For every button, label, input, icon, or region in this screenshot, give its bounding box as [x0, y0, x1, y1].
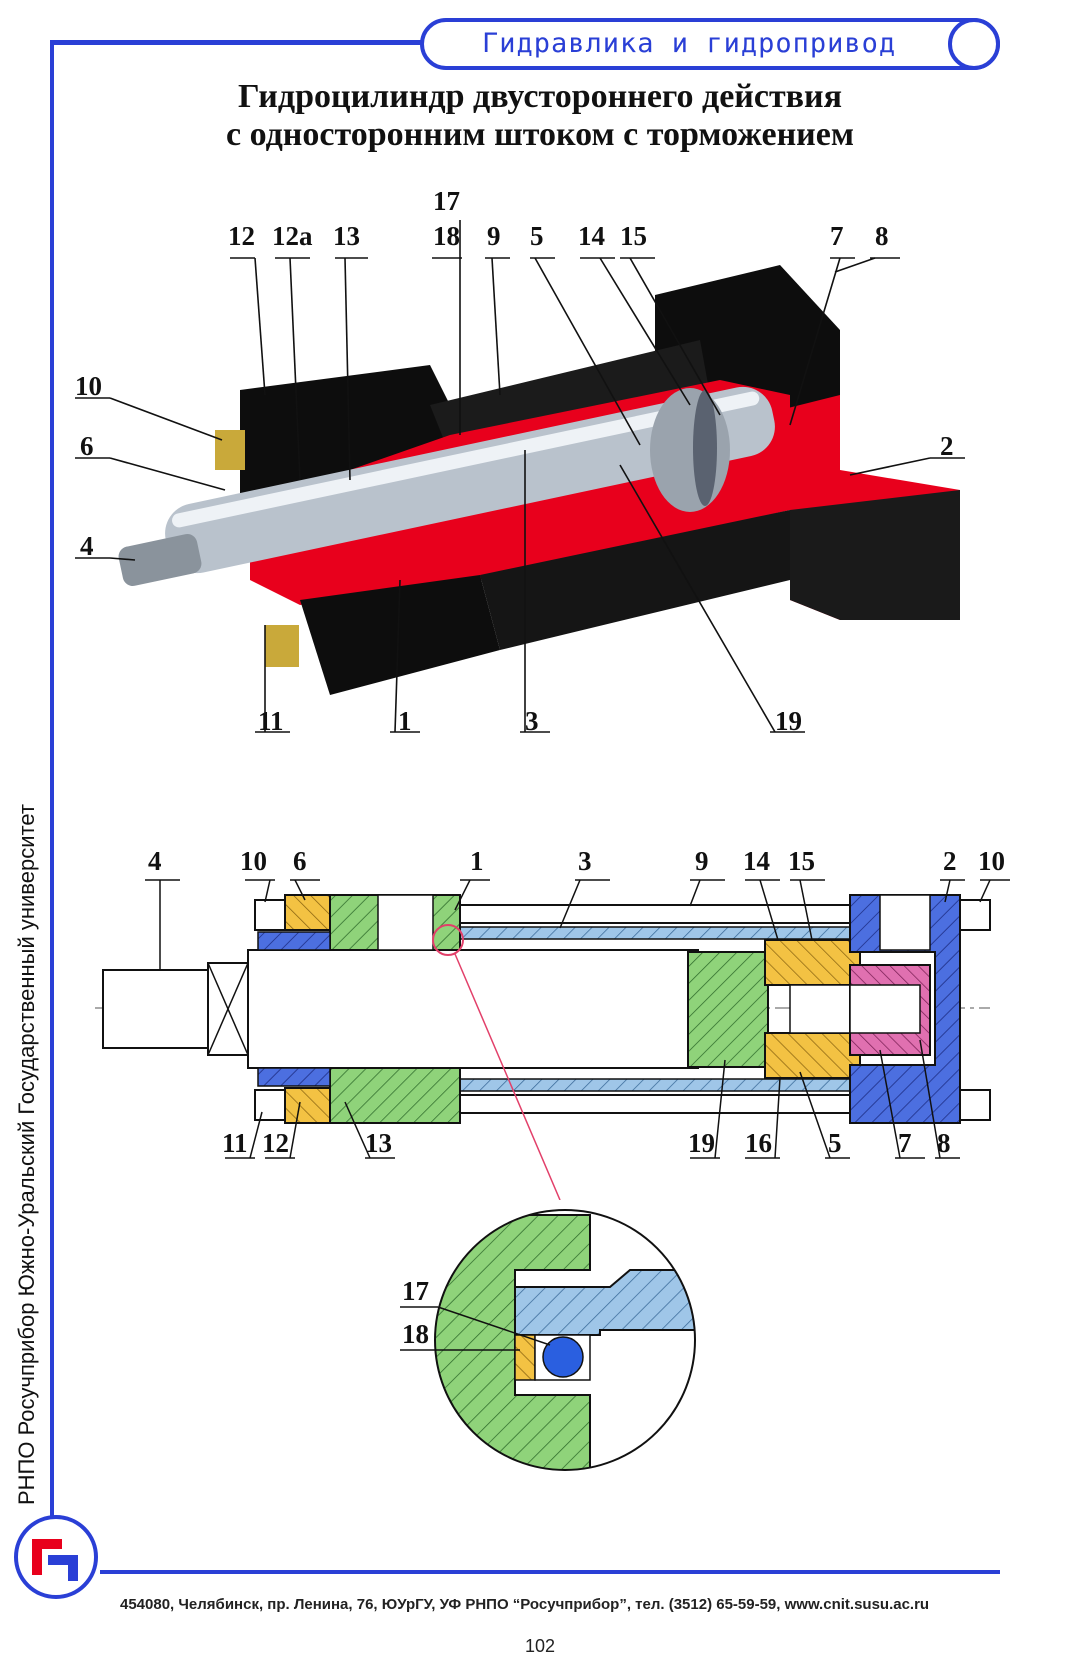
rod-thread [118, 533, 202, 587]
piston-bore [789, 984, 851, 1034]
sec-label-2: 2 [943, 846, 957, 876]
label-19: 19 [775, 706, 802, 736]
base-plate [480, 510, 790, 650]
header-label: Гидравлика и гидропривод [482, 28, 897, 59]
label-9: 9 [487, 221, 501, 251]
sec-label-5: 5 [828, 1128, 842, 1158]
barrel-top-wall [454, 926, 866, 940]
nut-yellow-bottom [284, 1087, 331, 1124]
nut-right-bottom [959, 1089, 991, 1121]
detail-label-17: 17 [402, 1276, 429, 1306]
piston-ring [693, 390, 717, 506]
left-rule [50, 40, 54, 1520]
sec-label-10b: 10 [978, 846, 1005, 876]
nut-left-bottom [254, 1089, 286, 1121]
label-11: 11 [258, 706, 284, 736]
nut-bottom [265, 625, 299, 667]
port-left [377, 894, 434, 951]
logo [14, 1515, 98, 1599]
sec-label-15: 15 [788, 846, 815, 876]
sec-label-13: 13 [365, 1128, 392, 1158]
label-4: 4 [80, 531, 94, 561]
label-12a: 12а [272, 221, 313, 251]
sec-label-12: 12 [262, 1128, 289, 1158]
detail-leaders [400, 1306, 551, 1351]
rod-shaft [247, 949, 699, 1069]
section-drawing: 4 10 6 1 3 9 14 15 2 10 11 12 13 19 16 5… [95, 846, 1010, 1200]
label-14: 14 [578, 221, 605, 251]
logo-mark [32, 1539, 78, 1581]
footer-address: 454080, Челябинск, пр. Ленина, 76, ЮУрГУ… [120, 1596, 930, 1613]
label-3: 3 [525, 706, 539, 736]
label-7: 7 [830, 221, 844, 251]
title-line-1: Гидроцилиндр двустороннего действия [237, 78, 843, 115]
gland-bottom [329, 1067, 461, 1124]
top-label-group: 17 18 12 12а 13 9 5 14 15 7 8 10 6 4 2 1… [75, 186, 954, 736]
rod-highlight [172, 391, 760, 528]
section-label-group: 4 10 6 1 3 9 14 15 2 10 11 12 13 19 16 5… [148, 846, 1005, 1158]
bushing-bottom [257, 1067, 331, 1087]
nut-top [215, 430, 245, 470]
brake-sleeve [687, 951, 769, 1068]
sec-label-14: 14 [743, 846, 770, 876]
header-pill: Гидравлика и гидропривод [420, 18, 1000, 70]
port-right [879, 894, 931, 951]
label-10: 10 [75, 371, 102, 401]
callout-circle [432, 924, 464, 956]
section-leaders [145, 879, 1010, 1159]
spigot-bore [849, 984, 921, 1034]
label-1: 1 [398, 706, 412, 736]
sec-label-4: 4 [148, 846, 162, 876]
sec-label-3: 3 [578, 846, 592, 876]
rod-thread-end [102, 969, 209, 1049]
sec-label-1: 1 [470, 846, 484, 876]
bottom-rule [100, 1570, 1000, 1574]
nut-yellow-top [284, 894, 331, 931]
title-line-2: с односторонним штоком с торможением [225, 116, 855, 153]
bushing-top [257, 931, 331, 951]
detail-o-ring [542, 1336, 584, 1378]
nut-right-top [959, 899, 991, 931]
label-18: 18 [433, 221, 460, 251]
detail-label-18: 18 [402, 1319, 429, 1349]
piston-bottom [764, 1032, 861, 1079]
sec-label-8: 8 [937, 1128, 951, 1158]
leader-lines [75, 220, 965, 733]
label-15: 15 [620, 221, 647, 251]
label-12: 12 [228, 221, 255, 251]
sec-label-10a: 10 [240, 846, 267, 876]
label-17: 17 [433, 186, 460, 216]
sec-label-9: 9 [695, 846, 709, 876]
bottom-block [300, 575, 500, 695]
label-6: 6 [80, 431, 94, 461]
sec-label-7: 7 [898, 1128, 912, 1158]
callout-line [454, 953, 561, 1200]
piston-rod [165, 386, 775, 574]
label-8: 8 [875, 221, 889, 251]
header-circle [948, 18, 1000, 70]
sec-label-6: 6 [293, 846, 307, 876]
nut-left-top [254, 899, 286, 931]
detail-backup-ring [514, 1334, 536, 1381]
label-5: 5 [530, 221, 544, 251]
detail-view: 17 18 [400, 1209, 696, 1471]
end-cap [849, 894, 961, 1124]
piston-top [764, 939, 861, 986]
base-right-dark [790, 490, 960, 620]
page-number: 102 [524, 1636, 556, 1656]
label-13: 13 [333, 221, 360, 251]
detail-label-group: 17 18 [402, 1276, 429, 1349]
label-2: 2 [940, 431, 954, 461]
piston [650, 388, 730, 512]
sec-label-19: 19 [688, 1128, 715, 1158]
cutaway-illustration: 17 18 12 12а 13 9 5 14 15 7 8 10 6 4 2 1… [75, 186, 965, 736]
sec-label-11: 11 [222, 1128, 248, 1158]
sec-label-16: 16 [745, 1128, 772, 1158]
header-line [50, 40, 422, 45]
